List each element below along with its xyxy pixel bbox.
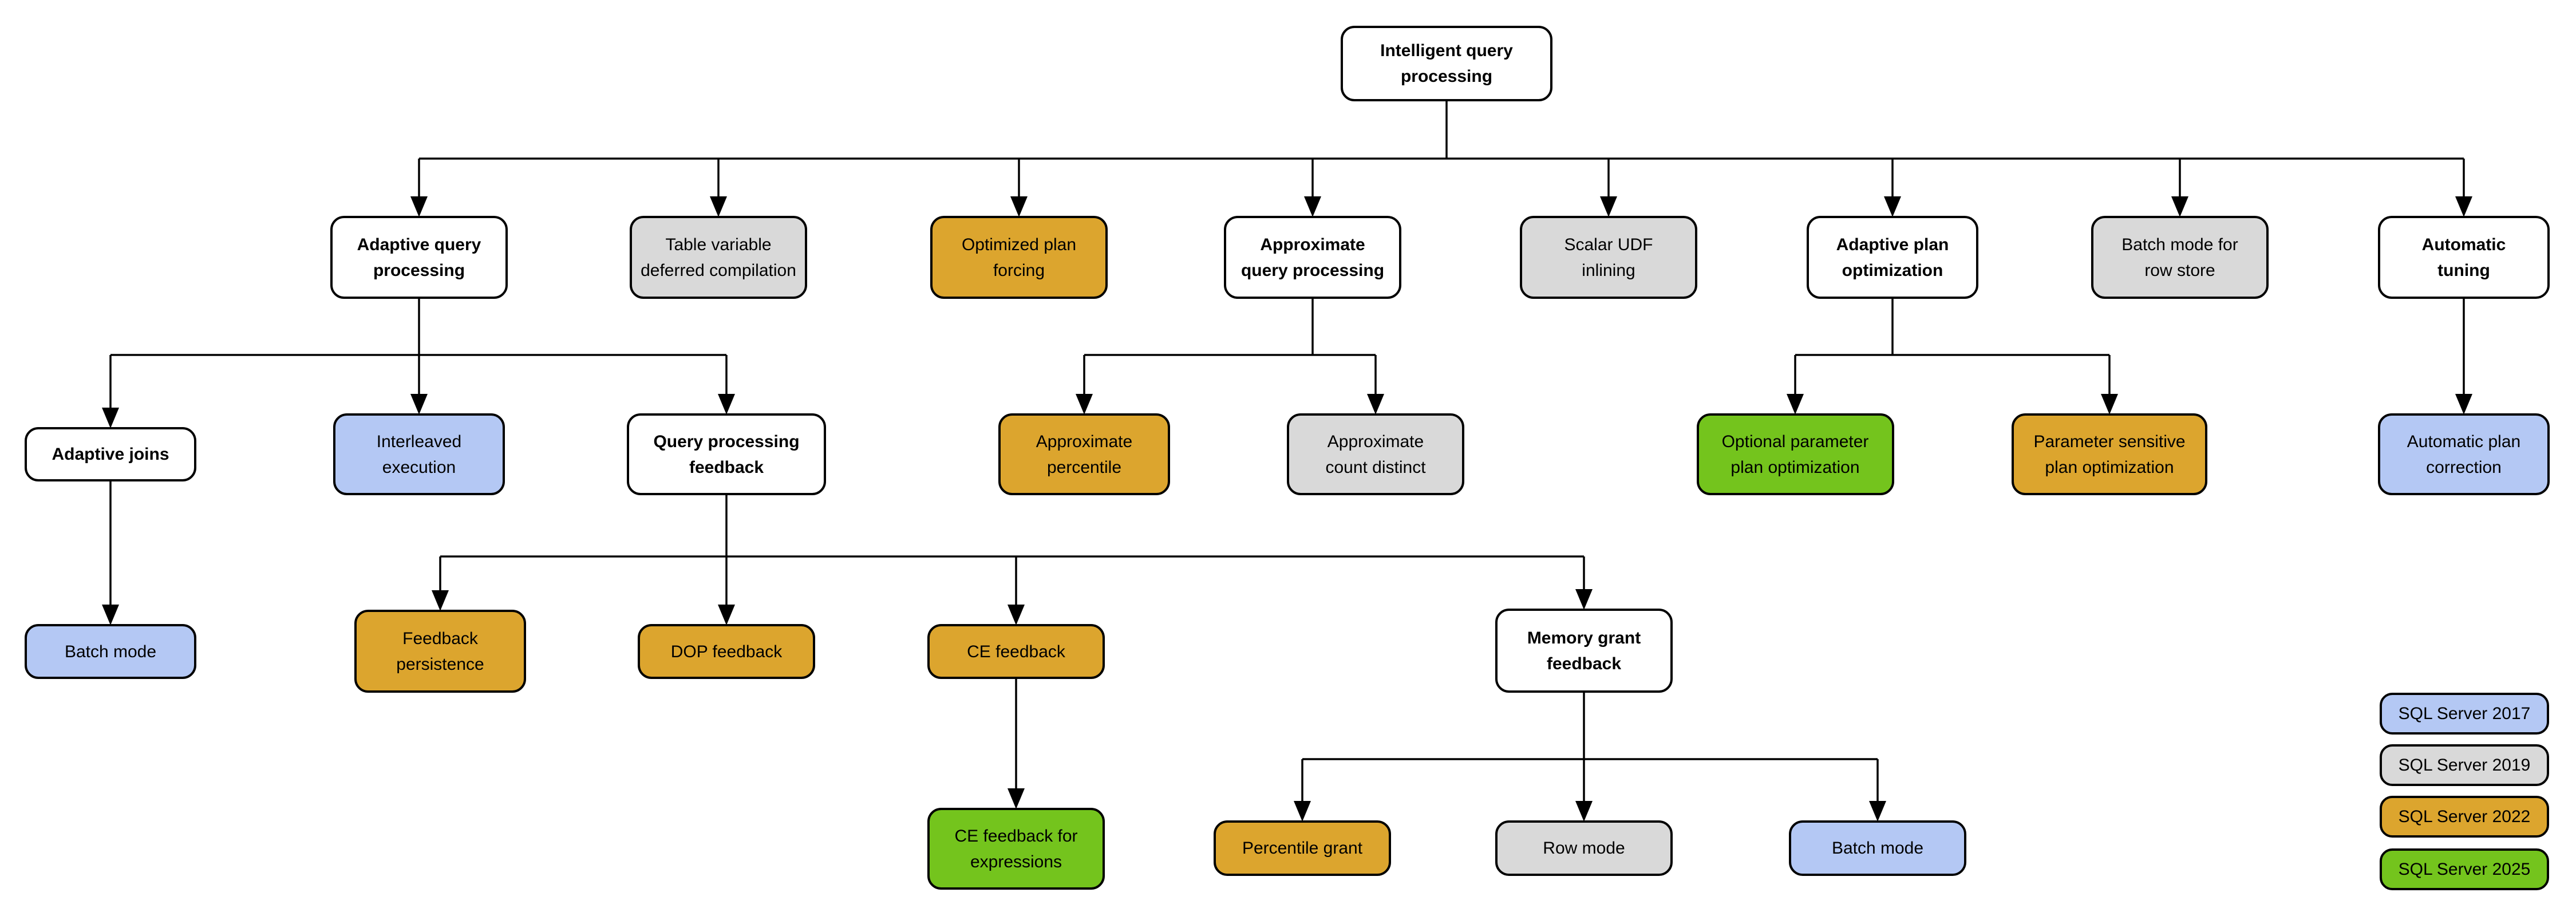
- edge-from-adaptive-query-processing: [102, 299, 735, 428]
- node-label-line: feedback: [689, 457, 764, 477]
- node-batch-mode: Batch mode: [25, 624, 196, 679]
- node-dop-feedback: DOP feedback: [638, 624, 815, 679]
- node-label-line: processing: [373, 260, 465, 280]
- legend-item-label: SQL Server 2022: [2398, 807, 2531, 826]
- legend-item-sql-server-2022: SQL Server 2022: [2380, 796, 2549, 838]
- node-label-line: Approximate: [1036, 432, 1133, 451]
- node-optimized-plan-forcing: Optimized plan forcing: [930, 216, 1108, 299]
- legend-item-label: SQL Server 2025: [2398, 860, 2531, 879]
- node-approximate-query-processing: Approximate query processing: [1224, 216, 1401, 299]
- node-approximate-percentile: Approximate percentile: [998, 413, 1170, 495]
- node-label-line: query processing: [1240, 260, 1385, 280]
- node-label-line: Approximate: [1260, 235, 1365, 254]
- node-label-line: plan optimization: [2045, 457, 2174, 477]
- node-approximate-count-distinct: Approximate count distinct: [1287, 413, 1464, 495]
- node-label-line: Adaptive query: [357, 235, 481, 254]
- node-label-line: Optimized plan: [961, 235, 1077, 254]
- node-label-line: Adaptive joins: [52, 445, 169, 464]
- node-query-processing-feedback: Query processing feedback: [627, 413, 826, 495]
- node-label-line: Batch mode: [1831, 839, 1924, 858]
- node-label-line: plan optimization: [1730, 457, 1860, 477]
- node-parameter-sensitive-plan-optimization: Parameter sensitive plan optimization: [2012, 413, 2207, 495]
- node-label-line: Optional parameter: [1721, 432, 1869, 451]
- edge-from-approximate-query-processing: [1076, 299, 1384, 414]
- edge-from-ce-feedback: [1008, 679, 1025, 809]
- node-automatic-plan-correction: Automatic plan correction: [2378, 413, 2550, 495]
- node-automatic-tuning: Automatic tuning: [2378, 216, 2550, 299]
- node-label-line: deferred compilation: [641, 260, 796, 280]
- node-label-line: processing: [1400, 67, 1493, 86]
- node-label-line: expressions: [970, 852, 1062, 871]
- node-scalar-udf-inlining: Scalar UDF inlining: [1520, 216, 1697, 299]
- node-adaptive-query-processing: Adaptive query processing: [330, 216, 508, 299]
- node-batch-mode: Batch mode: [1789, 820, 1966, 876]
- node-optional-parameter-plan-optimization: Optional parameter plan optimization: [1696, 413, 1894, 495]
- node-memory-grant-feedback: Memory grant feedback: [1495, 609, 1673, 693]
- node-label-line: Feedback: [402, 629, 478, 648]
- node-feedback-persistence: Feedback persistence: [354, 610, 526, 693]
- node-intelligent-query-processing: Intelligent query processing: [1341, 26, 1552, 101]
- node-label-line: CE feedback: [967, 642, 1065, 661]
- node-label-line: Table variable: [665, 235, 772, 254]
- node-interleaved-execution: Interleaved execution: [333, 413, 505, 495]
- node-label-line: Automatic: [2421, 235, 2506, 254]
- legend-item-sql-server-2025: SQL Server 2025: [2380, 848, 2549, 890]
- node-label-line: Query processing: [653, 432, 800, 451]
- node-label-line: row store: [2144, 260, 2215, 280]
- legend-item-label: SQL Server 2019: [2398, 756, 2531, 775]
- node-label-line: DOP feedback: [670, 642, 783, 661]
- node-label-line: Batch mode: [64, 642, 157, 661]
- node-label-line: tuning: [2437, 260, 2490, 280]
- node-label-line: optimization: [1842, 260, 1943, 280]
- legend-item-sql-server-2017: SQL Server 2017: [2380, 693, 2549, 735]
- node-label-line: Parameter sensitive: [2033, 432, 2186, 451]
- node-label-line: Batch mode for: [2121, 235, 2238, 254]
- node-label-line: Row mode: [1543, 839, 1625, 858]
- node-ce-feedback: CE feedback: [927, 624, 1105, 679]
- node-label-line: correction: [2426, 457, 2502, 477]
- legend-item-sql-server-2019: SQL Server 2019: [2380, 744, 2549, 786]
- node-label-line: Percentile grant: [1242, 839, 1363, 858]
- edge-from-intelligent-query-processing: [410, 101, 2472, 217]
- node-label-line: Scalar UDF: [1564, 235, 1653, 254]
- node-label-line: Intelligent query: [1380, 41, 1513, 60]
- node-ce-feedback-for-expressions: CE feedback for expressions: [927, 808, 1105, 890]
- node-row-mode: Row mode: [1495, 820, 1673, 876]
- node-label-line: Automatic plan: [2407, 432, 2521, 451]
- node-label-line: CE feedback for: [954, 826, 1078, 846]
- node-label-line: Memory grant: [1527, 628, 1641, 647]
- node-label-line: Adaptive plan: [1836, 235, 1949, 254]
- edge-from-automatic-tuning: [2455, 299, 2472, 414]
- node-label-line: inlining: [1582, 260, 1635, 280]
- legend-item-label: SQL Server 2017: [2398, 704, 2531, 723]
- edge-from-query-processing-feedback: [432, 495, 1593, 625]
- node-label-line: percentile: [1046, 457, 1122, 477]
- node-label-line: Interleaved: [376, 432, 462, 451]
- node-batch-mode-for-row-store: Batch mode for row store: [2091, 216, 2269, 299]
- node-label-line: forcing: [993, 260, 1045, 280]
- node-label-line: persistence: [396, 654, 484, 674]
- node-label-line: execution: [382, 457, 456, 477]
- node-percentile-grant: Percentile grant: [1214, 820, 1391, 876]
- node-table-variable-deferred-compilation: Table variable deferred compilation: [630, 216, 807, 299]
- edge-from-adaptive-plan-optimization: [1787, 299, 2118, 414]
- node-label-line: count distinct: [1325, 457, 1426, 477]
- node-adaptive-plan-optimization: Adaptive plan optimization: [1807, 216, 1978, 299]
- node-adaptive-joins: Adaptive joins: [25, 427, 196, 481]
- edge-from-memory-grant-feedback: [1294, 693, 1886, 822]
- node-label-line: feedback: [1546, 654, 1622, 673]
- edge-from-adaptive-joins: [102, 481, 119, 625]
- node-label-line: Approximate: [1327, 432, 1424, 451]
